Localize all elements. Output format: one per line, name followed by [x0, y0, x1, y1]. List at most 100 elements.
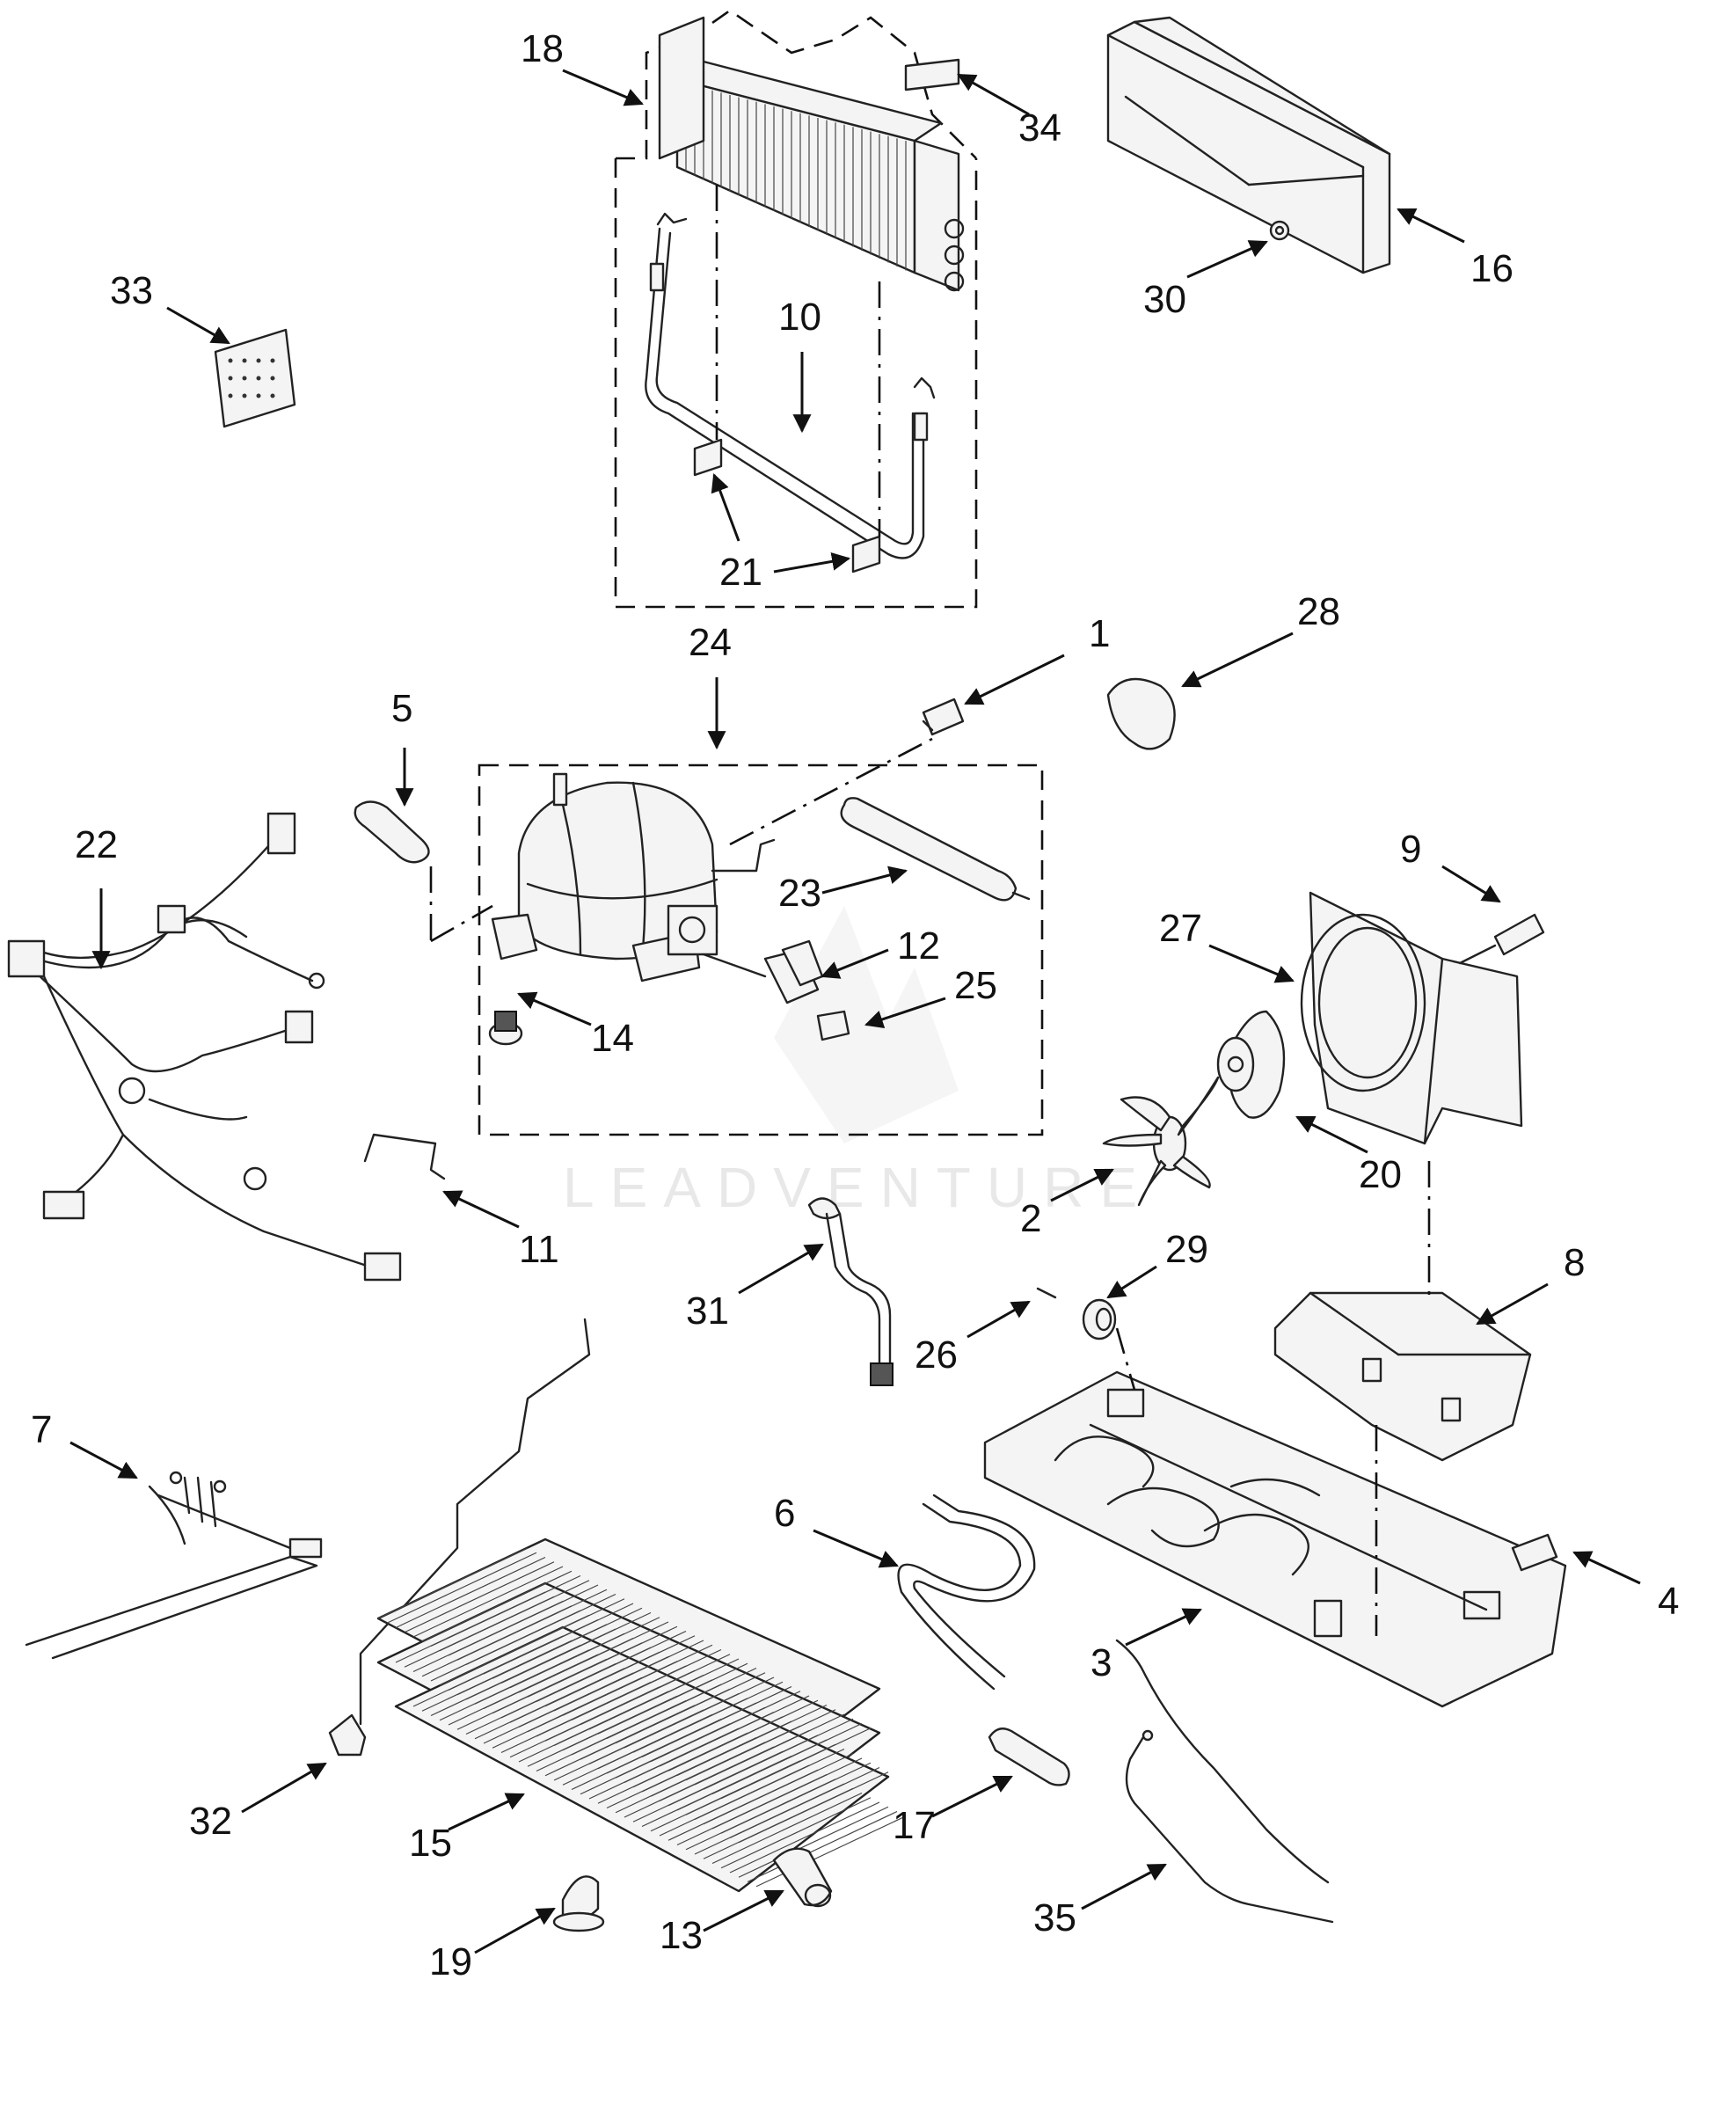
callout-34: 34 — [957, 73, 1061, 150]
watermark-text: LEADVENTURE — [563, 1156, 1153, 1219]
electrical-box — [1273, 1291, 1532, 1462]
heater-bracket — [693, 438, 723, 477]
leader-arrow — [1572, 1551, 1641, 1585]
leader-arrow — [931, 1775, 1013, 1818]
callout-number: 5 — [391, 687, 412, 730]
callout-26: 26 — [915, 1300, 1031, 1377]
leader-arrow — [821, 948, 889, 979]
callout-number: 11 — [519, 1228, 559, 1271]
overload-protector — [816, 1010, 850, 1041]
callout-10: 10 — [778, 296, 821, 434]
leader-arrow — [1295, 1115, 1368, 1154]
callout-20: 20 — [1295, 1115, 1402, 1196]
callout-number: 23 — [778, 872, 821, 915]
callout-number: 16 — [1470, 247, 1514, 290]
leader-arrow — [813, 1529, 899, 1568]
callout-4: 4 — [1572, 1551, 1679, 1623]
callout-33: 33 — [110, 269, 230, 345]
callout-11: 11 — [442, 1190, 559, 1271]
leader-arrow — [964, 654, 1065, 705]
callout-13: 13 — [660, 1889, 784, 1957]
leader-arrow — [1476, 1282, 1549, 1326]
callout-2: 2 — [1020, 1168, 1114, 1240]
callout-number: 35 — [1033, 1896, 1076, 1939]
callout-25: 25 — [864, 964, 997, 1028]
callout-5: 5 — [391, 687, 414, 807]
leader-arrow — [711, 473, 740, 542]
fan-motor — [1216, 1010, 1286, 1119]
callout-9: 9 — [1400, 828, 1501, 903]
callout-32: 32 — [189, 1762, 327, 1843]
compressor-screw — [922, 698, 965, 736]
evaporator-assembly — [614, 9, 978, 609]
evaporator-group-outline — [614, 158, 978, 609]
callout-number: 26 — [915, 1333, 958, 1377]
leader-arrow — [738, 1243, 824, 1295]
callout-number: 14 — [591, 1017, 634, 1060]
heat-exchanger-tube — [1115, 1639, 1330, 1884]
leader-arrow — [966, 1300, 1031, 1339]
leader-arrow — [442, 1190, 520, 1229]
callout-number: 22 — [75, 823, 118, 866]
base-screw — [1511, 1533, 1558, 1572]
tube-clip — [1106, 677, 1176, 750]
callout-number: 15 — [409, 1822, 452, 1865]
callout-22: 22 — [75, 823, 118, 970]
callout-27: 27 — [1159, 907, 1295, 983]
callout-layer: 1234567891011121314151617181920212223242… — [31, 27, 1679, 1983]
callout-number: 24 — [689, 621, 732, 664]
evaporator-label-plate — [904, 58, 960, 91]
callout-number: 20 — [1359, 1153, 1402, 1196]
control-board — [214, 328, 296, 428]
callout-19: 19 — [429, 1907, 556, 1983]
leader-arrow — [1106, 1265, 1157, 1299]
fan-blade — [1102, 1076, 1220, 1207]
callout-17: 17 — [893, 1775, 1013, 1847]
sleeve — [988, 1728, 1070, 1786]
compressor-group-outline — [478, 763, 1044, 1136]
start-relay — [702, 939, 824, 1004]
callout-number: 33 — [110, 269, 153, 312]
leader-arrow — [1081, 1863, 1167, 1910]
callout-14: 14 — [517, 991, 634, 1060]
callout-number: 9 — [1400, 828, 1421, 871]
callout-number: 28 — [1297, 590, 1340, 633]
filter-dryer — [840, 797, 1031, 902]
grommet — [1082, 1298, 1117, 1340]
callout-number: 27 — [1159, 907, 1202, 950]
drain-fitting — [552, 1875, 605, 1932]
callout-15: 15 — [409, 1793, 525, 1865]
evaporator-coil — [658, 16, 965, 292]
callout-number: 12 — [897, 924, 940, 968]
wire-harness — [7, 812, 402, 1282]
leader-arrow — [703, 1889, 784, 1932]
callout-number: 21 — [719, 551, 762, 594]
callout-number: 6 — [774, 1492, 795, 1535]
heater-bracket — [851, 535, 881, 573]
callout-31: 31 — [686, 1243, 824, 1333]
pin — [1036, 1287, 1057, 1299]
compressor-base-plate — [983, 1370, 1567, 1708]
callout-1: 1 — [964, 612, 1110, 705]
compressor — [491, 772, 776, 982]
leader-arrow — [1208, 944, 1295, 983]
drain-cap — [772, 1847, 833, 1908]
callout-23: 23 — [778, 866, 908, 915]
drain-tube — [807, 1197, 894, 1386]
callout-number: 19 — [429, 1940, 472, 1983]
leader-arrow — [957, 73, 1030, 116]
leader-arrow — [241, 1762, 327, 1814]
callout-number: 17 — [893, 1804, 936, 1847]
callout-28: 28 — [1181, 590, 1340, 688]
callout-number: 1 — [1089, 612, 1110, 655]
callout-number: 4 — [1658, 1580, 1679, 1623]
callout-24: 24 — [689, 621, 732, 750]
leader-arrow — [821, 866, 908, 895]
condenser-clip — [328, 1713, 367, 1757]
callout-30: 30 — [1143, 240, 1268, 321]
callout-8: 8 — [1476, 1241, 1585, 1326]
wire-clip — [363, 1133, 446, 1180]
drain-hose — [897, 1494, 1036, 1691]
callout-number: 30 — [1143, 278, 1186, 321]
